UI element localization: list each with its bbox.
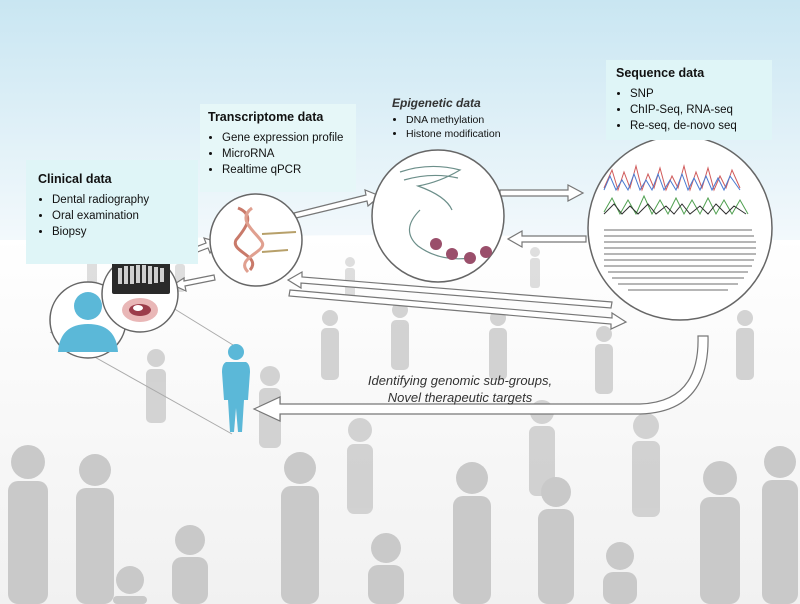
outcome-line-2: Novel therapeutic targets	[387, 390, 533, 405]
outcome-line-1: Identifying genomic sub-groups,	[367, 373, 553, 388]
sequence-circle	[587, 135, 773, 321]
epigenetic-data-item: Histone modification	[406, 127, 530, 141]
sequence-data-item: ChIP-Seq, RNA-seq	[630, 102, 766, 118]
oral-exam-image	[122, 298, 158, 322]
transcriptome-data-item: MicroRNA	[222, 146, 350, 162]
sequence-text-lines	[604, 229, 756, 291]
transcriptome-data-list: Gene expression profile MicroRNA Realtim…	[208, 130, 350, 178]
radiograph-image	[112, 260, 170, 294]
epigenetic-data-item: DNA methylation	[406, 113, 530, 127]
arrow-epigenetic-to-sequence	[499, 184, 585, 202]
epigenetic-data-list: DNA methylation Histone modification	[392, 113, 530, 141]
clinical-data-panel: Clinical data Dental radiography Oral ex…	[26, 160, 198, 264]
outcome-caption: Identifying genomic sub-groups, Novel th…	[340, 372, 580, 406]
mrna-lines	[261, 231, 297, 253]
sequence-data-title: Sequence data	[616, 66, 705, 80]
transcriptome-circle	[209, 193, 303, 287]
sequence-data-list: SNP ChIP-Seq, RNA-seq Re-seq, de-novo se…	[616, 86, 766, 134]
clinical-data-list: Dental radiography Oral examination Biop…	[38, 192, 188, 240]
sequence-data-item: Re-seq, de-novo seq	[630, 118, 766, 134]
flow-arrows	[171, 184, 709, 422]
clinical-data-item: Dental radiography	[52, 192, 188, 208]
chromatogram	[603, 164, 749, 216]
arrow-sequence-to-patient	[252, 335, 709, 422]
dna-helix-drawing	[233, 206, 265, 274]
clinical-data-title: Clinical data	[38, 172, 112, 186]
transcriptome-data-item: Realtime qPCR	[222, 162, 350, 178]
arrow-transcriptome-to-sequence-long	[288, 289, 628, 330]
arrow-sequence-to-transcriptome-long	[286, 270, 613, 309]
clinical-data-item: Oral examination	[52, 208, 188, 224]
patient-figure	[222, 344, 250, 432]
sequence-data-item: SNP	[630, 86, 766, 102]
epigenetic-data-panel: Epigenetic data DNA methylation Histone …	[380, 96, 534, 142]
nucleosomes	[430, 238, 492, 264]
transcriptome-data-panel: Transcriptome data Gene expression profi…	[200, 104, 356, 192]
arrow-transcriptome-to-clinical	[171, 274, 216, 293]
epigenetic-circle	[371, 149, 505, 283]
sequence-data-panel: Sequence data SNP ChIP-Seq, RNA-seq Re-s…	[606, 60, 772, 140]
clinical-data-item: Biopsy	[52, 224, 188, 240]
patient-icon	[58, 292, 118, 352]
transcriptome-data-title: Transcriptome data	[208, 110, 324, 124]
arrow-sequence-to-epigenetic	[506, 229, 587, 249]
transcriptome-data-item: Gene expression profile	[222, 130, 350, 146]
epigenetic-data-title: Epigenetic data	[392, 96, 481, 110]
